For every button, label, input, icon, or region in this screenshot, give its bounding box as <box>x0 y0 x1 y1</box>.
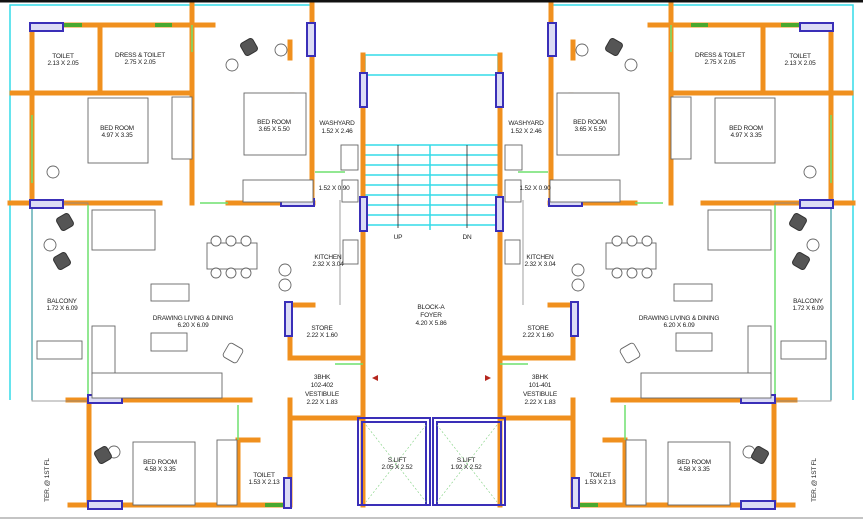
room-label: TOILET <box>52 53 74 60</box>
room-dims: 1.53 X 2.13 <box>248 479 280 486</box>
room-dims: 1.72 X 6.09 <box>792 305 824 312</box>
room-label: DRESS & TOILET <box>695 52 745 59</box>
entry-arrow-icon <box>485 375 491 381</box>
stair-down-label: DN <box>463 234 472 241</box>
room-dims: 1.53 X 2.13 <box>584 479 616 486</box>
room-label: TOILET <box>789 53 811 60</box>
room-dims: 1.72 X 6.09 <box>46 305 78 312</box>
stair-up-label: UP <box>394 234 403 241</box>
room-dims: 2.32 X 3.04 <box>312 261 344 268</box>
unit-type: 3BHK <box>314 374 331 381</box>
unit-numbers: 102-402 <box>311 382 334 389</box>
terrace-label: TER. @ 1ST FL <box>811 458 818 502</box>
left-unit-plan <box>7 2 431 510</box>
room-label: VESTIBULE <box>305 391 340 398</box>
room-dims: 2.22 X 1.83 <box>524 399 556 406</box>
room-label: BED ROOM <box>729 125 763 132</box>
room-dims: 2.22 X 1.60 <box>522 332 554 339</box>
room-dims: 1.52 X 2.46 <box>321 128 353 135</box>
room-dims: 1.52 X 2.46 <box>510 128 542 135</box>
room-dims: 4.58 X 3.35 <box>678 466 710 473</box>
lift-label: S.LIFT <box>388 457 407 464</box>
room-label: WASHYARD <box>319 120 355 127</box>
lift-label: S.LIFT <box>457 457 476 464</box>
unit-type: 3BHK <box>532 374 549 381</box>
stair-core: UP DN BLOCK-A FOYER 4.20 X 5.86 <box>360 52 503 508</box>
room-label: BED ROOM <box>573 119 607 126</box>
room-label: BED ROOM <box>677 459 711 466</box>
room-dims: 3.65 X 5.50 <box>574 126 606 133</box>
room-label: DRESS & TOILET <box>115 52 165 59</box>
room-label: BED ROOM <box>100 125 134 132</box>
room-label: KITCHEN <box>314 254 342 261</box>
foyer-dims: 4.20 X 5.86 <box>415 320 447 327</box>
room-dims: 1.52 X 0.90 <box>519 185 551 192</box>
lift-dims: 2.05 X 2.52 <box>381 464 413 471</box>
room-dims: 6.20 X 6.09 <box>177 322 209 329</box>
room-dims: 2.75 X 2.05 <box>124 59 156 66</box>
entry-arrow-icon <box>372 375 378 381</box>
room-dims: 4.97 X 3.35 <box>730 132 762 139</box>
room-dims: 1.52 X 0.90 <box>318 185 350 192</box>
room-label: STORE <box>311 325 333 332</box>
room-dims: 4.58 X 3.35 <box>144 466 176 473</box>
room-label: TOILET <box>253 472 275 479</box>
room-label: DRAWING LIVING & DINING <box>639 315 720 322</box>
foyer-label: BLOCK-A <box>417 304 445 311</box>
room-dims: 3.65 X 5.50 <box>258 126 290 133</box>
room-dims: 2.13 X 2.05 <box>47 60 79 67</box>
room-dims: 4.97 X 3.35 <box>101 132 133 139</box>
room-label: BALCONY <box>47 298 78 305</box>
furniture <box>43 38 359 506</box>
room-label: STORE <box>527 325 549 332</box>
room-label: BALCONY <box>793 298 824 305</box>
room-dims: 2.75 X 2.05 <box>704 59 736 66</box>
room-label: TOILET <box>589 472 611 479</box>
foyer-sub-label: FOYER <box>420 312 442 319</box>
room-dims: 2.13 X 2.05 <box>784 60 816 67</box>
room-label: WASHYARD <box>508 120 544 127</box>
lift-dims: 1.92 X 2.52 <box>450 464 482 471</box>
room-dims: 2.22 X 1.60 <box>306 332 338 339</box>
room-label: DRAWING LIVING & DINING <box>153 315 234 322</box>
terrace-label: TER. @ 1ST FL <box>44 458 51 502</box>
room-label: VESTIBULE <box>523 391 558 398</box>
room-dims: 2.32 X 3.04 <box>524 261 556 268</box>
room-label: BED ROOM <box>143 459 177 466</box>
room-label: BED ROOM <box>257 119 291 126</box>
unit-numbers: 101-401 <box>529 382 552 389</box>
left-unit-labels: TOILET 2.13 X 2.05 DRESS & TOILET 2.75 X… <box>44 52 413 502</box>
room-label: KITCHEN <box>526 254 554 261</box>
right-unit-labels: TOILET 2.13 X 2.05 DRESS & TOILET 2.75 X… <box>450 52 824 502</box>
room-dims: 6.20 X 6.09 <box>663 322 695 329</box>
room-dims: 2.22 X 1.83 <box>306 399 338 406</box>
